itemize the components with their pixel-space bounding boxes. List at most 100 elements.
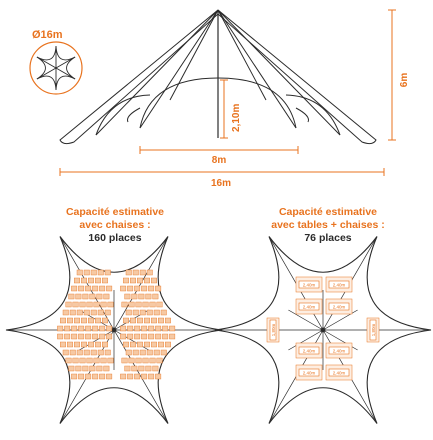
chair bbox=[103, 365, 110, 372]
chair bbox=[107, 301, 114, 308]
chair bbox=[145, 293, 152, 300]
left-caption-line3: 160 places bbox=[88, 232, 142, 244]
chair bbox=[127, 373, 134, 380]
chair bbox=[60, 341, 66, 348]
chair bbox=[94, 317, 101, 324]
table bbox=[298, 368, 320, 377]
chair bbox=[68, 365, 75, 372]
chair bbox=[138, 293, 145, 300]
chair bbox=[80, 277, 87, 284]
chair bbox=[104, 269, 111, 276]
chair bbox=[62, 349, 69, 356]
table-size-label: 2,40m bbox=[333, 371, 346, 376]
plan-chairs bbox=[5, 236, 223, 424]
total-width-dimension: 16m bbox=[59, 168, 385, 189]
chair bbox=[120, 373, 127, 380]
chair bbox=[132, 269, 139, 276]
chair bbox=[66, 341, 73, 348]
diameter-label: Ø16m bbox=[32, 29, 63, 41]
chair bbox=[99, 333, 106, 340]
chair bbox=[93, 357, 100, 364]
table-size-label: 2,40m bbox=[303, 305, 316, 310]
chair bbox=[75, 293, 82, 300]
chair bbox=[134, 285, 141, 292]
chair bbox=[99, 373, 106, 380]
chair-grid bbox=[57, 269, 176, 380]
chair bbox=[122, 277, 129, 284]
chair bbox=[132, 309, 139, 316]
right-caption-line1: Capacité estimative bbox=[278, 206, 378, 218]
right-caption: Capacité estimative avec tables + chaise… bbox=[248, 206, 408, 245]
chair bbox=[76, 269, 83, 276]
chair bbox=[160, 349, 167, 356]
chair bbox=[124, 293, 131, 300]
chair bbox=[152, 365, 159, 372]
chair bbox=[90, 309, 97, 316]
chair bbox=[90, 269, 97, 276]
chair bbox=[97, 349, 104, 356]
chair bbox=[72, 357, 79, 364]
chair bbox=[128, 357, 135, 364]
chair bbox=[155, 285, 162, 292]
table bbox=[298, 346, 320, 355]
chair bbox=[124, 365, 131, 372]
chair bbox=[150, 277, 157, 284]
chair bbox=[101, 341, 108, 348]
chair bbox=[103, 293, 110, 300]
table-size-label: 1,80m bbox=[371, 323, 376, 336]
chair bbox=[68, 293, 75, 300]
center-pole bbox=[320, 327, 326, 333]
chair bbox=[141, 285, 148, 292]
chair bbox=[125, 269, 132, 276]
chair bbox=[101, 317, 108, 324]
chair bbox=[156, 357, 163, 364]
chair bbox=[65, 301, 72, 308]
table-size-label: 2,40m bbox=[333, 349, 346, 354]
chair bbox=[78, 333, 85, 340]
chair bbox=[143, 341, 150, 348]
chair bbox=[73, 277, 80, 284]
chair bbox=[80, 317, 87, 324]
chair bbox=[146, 309, 153, 316]
right-caption-line2: avec tables + chaises : bbox=[271, 219, 385, 231]
chair bbox=[169, 333, 176, 340]
chair bbox=[153, 349, 160, 356]
chair bbox=[157, 317, 164, 324]
chair bbox=[96, 293, 103, 300]
chair bbox=[120, 325, 127, 332]
chair bbox=[92, 373, 99, 380]
chair bbox=[148, 285, 155, 292]
chair bbox=[97, 269, 104, 276]
chair bbox=[73, 317, 80, 324]
chair bbox=[149, 357, 156, 364]
table-size-label: 2,40m bbox=[333, 283, 346, 288]
chair bbox=[152, 293, 159, 300]
chair bbox=[149, 301, 156, 308]
chair bbox=[141, 373, 148, 380]
chair bbox=[162, 333, 169, 340]
chair bbox=[121, 357, 128, 364]
chair bbox=[83, 349, 90, 356]
chair bbox=[90, 349, 97, 356]
chair bbox=[157, 341, 164, 348]
pole-height-dimension: 2,10m bbox=[220, 79, 242, 139]
pole-height-label: 2,10m bbox=[231, 104, 242, 132]
chair bbox=[89, 293, 96, 300]
chair bbox=[169, 325, 176, 332]
chair bbox=[89, 365, 96, 372]
chair bbox=[57, 333, 64, 340]
chair bbox=[78, 285, 85, 292]
table-size-label: 1,80m bbox=[271, 323, 276, 336]
table-size-label: 2,40m bbox=[303, 371, 316, 376]
chair bbox=[129, 277, 136, 284]
chair bbox=[155, 333, 162, 340]
inner-width-dimension: 8m bbox=[139, 146, 299, 166]
chair bbox=[141, 333, 148, 340]
chair bbox=[106, 373, 113, 380]
chair bbox=[120, 333, 127, 340]
chair bbox=[82, 365, 89, 372]
chair bbox=[138, 365, 145, 372]
chair bbox=[71, 285, 78, 292]
chair bbox=[132, 349, 139, 356]
chair bbox=[106, 285, 113, 292]
